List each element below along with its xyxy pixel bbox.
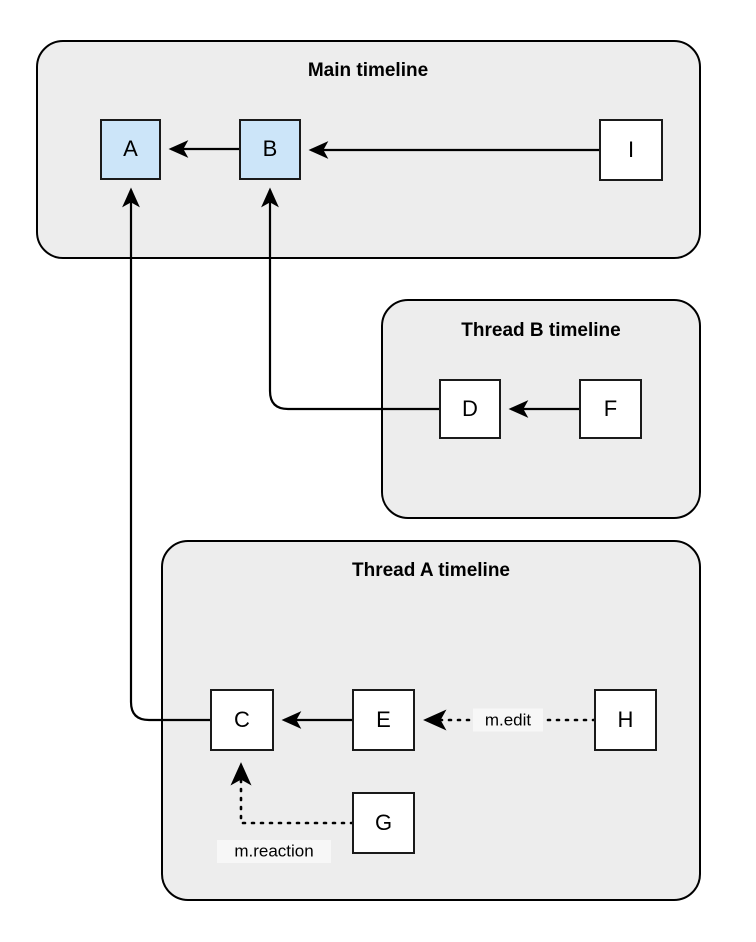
main-timeline-title: Main timeline: [308, 60, 428, 81]
node-box-F[interactable]: [579, 379, 642, 439]
node-box-C[interactable]: [210, 689, 274, 751]
node-E[interactable]: E: [352, 689, 415, 751]
node-box-H[interactable]: [594, 689, 657, 751]
node-G[interactable]: G: [352, 792, 415, 854]
node-box-I[interactable]: [599, 119, 663, 181]
node-C[interactable]: C: [210, 689, 274, 751]
node-label-E: E: [376, 707, 391, 732]
node-B[interactable]: B: [239, 119, 301, 180]
node-label-I: I: [628, 137, 634, 162]
node-label-G: G: [375, 810, 392, 835]
node-box-D[interactable]: [439, 379, 501, 439]
edge-g-to-c[interactable]: m.reaction: [217, 762, 355, 863]
node-label-F: F: [604, 396, 617, 421]
node-label-B: B: [263, 136, 278, 161]
edge-label-background-m-reaction: [217, 840, 331, 863]
node-label-D: D: [462, 396, 478, 421]
node-label-H: H: [618, 707, 634, 732]
node-I[interactable]: I: [599, 119, 663, 181]
edge-h-to-e[interactable]: m.edit: [423, 708, 597, 732]
node-D[interactable]: D: [439, 379, 501, 439]
edge-d-to-b[interactable]: [261, 187, 440, 411]
edge-label-m-edit: m.edit: [485, 710, 532, 729]
node-A[interactable]: A: [100, 119, 161, 180]
edge-c-to-a[interactable]: [122, 187, 211, 722]
edge-label-background-m-edit: [473, 708, 543, 732]
node-box-A[interactable]: [100, 119, 161, 180]
node-label-A: A: [123, 136, 138, 161]
node-box-E[interactable]: [352, 689, 415, 751]
thread-b-timeline-title: Thread B timeline: [461, 320, 620, 341]
node-box-B[interactable]: [239, 119, 301, 180]
thread-a-timeline-title: Thread A timeline: [352, 560, 510, 581]
node-F[interactable]: F: [579, 379, 642, 439]
node-label-C: C: [234, 707, 250, 732]
node-box-G[interactable]: [352, 792, 415, 854]
edge-label-m-reaction: m.reaction: [234, 841, 313, 860]
node-H[interactable]: H: [594, 689, 657, 751]
